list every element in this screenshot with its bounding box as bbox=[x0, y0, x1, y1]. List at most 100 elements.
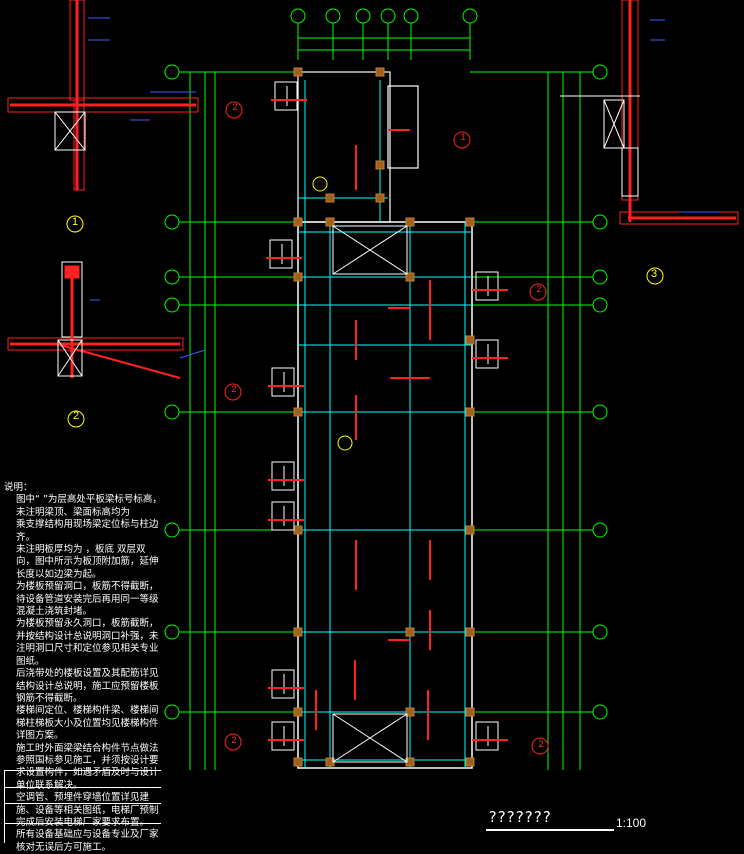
detail-tag bbox=[271, 367, 295, 397]
opening-cross bbox=[332, 713, 408, 763]
column bbox=[293, 272, 303, 282]
table-line bbox=[5, 787, 161, 788]
axis-bubble bbox=[592, 214, 608, 230]
detail-label-3: 3 bbox=[650, 268, 658, 280]
note-item: 施工时外面梁梁结合构件节点做法参照国标参见施工，并须按设计要求设置构件，如遇矛盾… bbox=[16, 742, 159, 791]
axis-bubble bbox=[164, 704, 180, 720]
leader-line bbox=[179, 349, 206, 359]
axis-bubble bbox=[164, 404, 180, 420]
note-item: 后浇带处的楼板设置及其配筋详见结构设计总说明，施工应预留楼板钢筋不得截断。 bbox=[16, 668, 159, 704]
note-item: 乘支撑结构用现场梁定位标与柱边齐。 bbox=[16, 519, 159, 543]
note-item: 为楼板预留永久洞口，板筋截断，并按结构设计总说明洞口补强，未注明洞口尺寸和定位参… bbox=[16, 618, 159, 667]
note-item: 未注明梁顶、梁面标高均为 bbox=[16, 506, 131, 518]
section-label: 2 bbox=[231, 384, 237, 394]
column bbox=[405, 627, 415, 637]
axis-bubble bbox=[164, 214, 180, 230]
column bbox=[465, 707, 475, 717]
level-circle bbox=[312, 176, 328, 192]
opening-box bbox=[332, 713, 408, 763]
wall-block bbox=[621, 147, 639, 197]
detail-tag bbox=[271, 669, 295, 699]
note-item: 为楼板预留洞口，板筋不得截断，待设备管道安装完后再用同一等级混凝土浇筑封堵。 bbox=[16, 581, 159, 618]
column bbox=[325, 217, 335, 227]
section-callout bbox=[225, 101, 243, 119]
detail-label-2: 2 bbox=[72, 410, 80, 422]
wall-block bbox=[603, 99, 625, 149]
column bbox=[465, 757, 475, 767]
detail-tag bbox=[274, 81, 298, 111]
column bbox=[293, 707, 303, 717]
column bbox=[465, 217, 475, 227]
column bbox=[465, 407, 475, 417]
notes-table bbox=[4, 770, 161, 843]
detail-tag bbox=[475, 339, 499, 369]
wall-section bbox=[73, 99, 85, 191]
axis-bubble bbox=[164, 269, 180, 285]
wall-block bbox=[54, 111, 86, 151]
title-underline bbox=[486, 829, 614, 831]
column bbox=[405, 217, 415, 227]
level-circle bbox=[337, 435, 353, 451]
axis-bubble bbox=[164, 522, 180, 538]
note-item: 未注明板厚均为 ，板底 双层双向，图中所示为板顶附加筋，延伸长度以如边梁为起。 bbox=[16, 544, 159, 580]
axis-bubble bbox=[164, 297, 180, 313]
column bbox=[465, 627, 475, 637]
axis-bubble bbox=[164, 64, 180, 80]
shaft-outline bbox=[387, 85, 419, 169]
section-callout bbox=[529, 283, 547, 301]
axis-bubble bbox=[592, 404, 608, 420]
section-label: 2 bbox=[232, 102, 238, 112]
slab-section bbox=[7, 97, 199, 113]
column bbox=[293, 525, 303, 535]
detail-tag bbox=[271, 461, 295, 491]
wall-block bbox=[57, 339, 83, 377]
detail-bubble bbox=[66, 215, 84, 233]
detail-tag bbox=[475, 271, 499, 301]
table-line bbox=[5, 803, 161, 804]
axis-bubble bbox=[592, 624, 608, 640]
section-callout bbox=[224, 733, 242, 751]
section-label: 2 bbox=[538, 739, 544, 749]
design-notes: 说明： 图中“ ”为层高处平板梁标号标高， 未注明梁顶、梁面标高均为 乘支撑结构… bbox=[4, 482, 162, 854]
axis-bubble bbox=[403, 8, 419, 24]
column bbox=[293, 407, 303, 417]
axis-bubble bbox=[592, 269, 608, 285]
column bbox=[405, 707, 415, 717]
slab-section bbox=[619, 211, 739, 225]
column bbox=[293, 67, 303, 77]
column bbox=[325, 193, 335, 203]
notes-title: 说明： bbox=[4, 482, 33, 493]
detail-label-1: 1 bbox=[71, 216, 79, 228]
axis-bubble bbox=[592, 704, 608, 720]
opening-box bbox=[332, 225, 408, 275]
axis-bubble bbox=[592, 297, 608, 313]
slab-section bbox=[7, 337, 184, 351]
axis-bubble bbox=[164, 624, 180, 640]
column bbox=[405, 272, 415, 282]
note-item: 图中“ ”为层高处平板梁标号标高， bbox=[16, 494, 162, 506]
detail-tag bbox=[475, 721, 499, 751]
axis-bubble bbox=[592, 64, 608, 80]
drawing-title: ??????? bbox=[488, 808, 552, 826]
detail-tag bbox=[269, 239, 293, 269]
hatch bbox=[54, 111, 86, 151]
note-item: 空调管、预埋件穿墙位置详见建施、设备等相关图纸，电梯厂预制完成后安装电梯厂家要求… bbox=[16, 792, 159, 828]
column bbox=[293, 757, 303, 767]
detail-bubble bbox=[67, 410, 85, 428]
column bbox=[465, 525, 475, 535]
section-callout bbox=[224, 383, 242, 401]
hatch bbox=[603, 99, 625, 149]
column bbox=[375, 67, 385, 77]
axis-bubble bbox=[380, 8, 396, 24]
detail-tag bbox=[271, 721, 295, 751]
opening-cross bbox=[332, 225, 408, 275]
section-label: 1 bbox=[460, 132, 466, 142]
section-label: 2 bbox=[231, 735, 237, 745]
table-line bbox=[5, 823, 161, 824]
section-label: 2 bbox=[536, 284, 542, 294]
axis-bubble bbox=[325, 8, 341, 24]
column bbox=[375, 160, 385, 170]
axis-bubble bbox=[290, 8, 306, 24]
column bbox=[293, 217, 303, 227]
